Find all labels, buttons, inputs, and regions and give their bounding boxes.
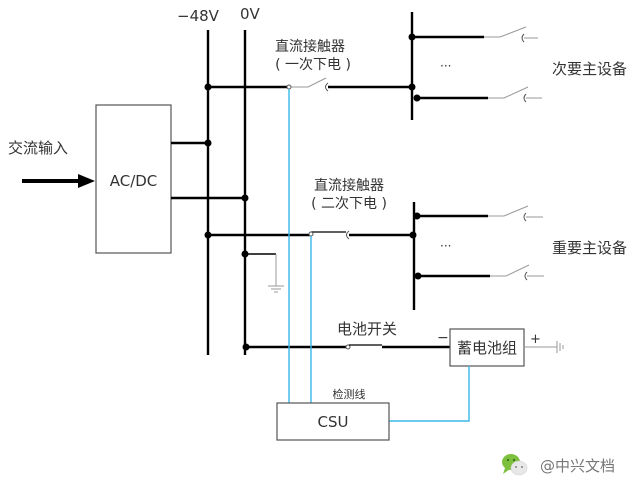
secondary-load-label: 次要主设备	[552, 60, 627, 78]
contactor1-title: 直流接触器	[275, 38, 345, 55]
ac-input-arrow-icon	[78, 174, 95, 188]
zero-v-label: 0V	[240, 5, 261, 23]
contactor2-contact	[346, 230, 350, 240]
contactor1-switch-blade	[307, 77, 327, 88]
primary-switch-1-contact	[523, 212, 527, 222]
battery-switch-terminal	[345, 344, 351, 350]
junction-dot	[204, 139, 212, 147]
contactor2-subtitle: ( 二次下电 )	[311, 196, 387, 212]
secondary-switch-1	[499, 26, 527, 38]
wechat-icon	[502, 454, 528, 476]
secondary-switch-1-contact	[521, 33, 525, 43]
primary-ellipsis: ···	[440, 239, 451, 253]
watermark-text: @中兴文档	[540, 457, 615, 475]
primary-switch-2	[505, 264, 530, 277]
battery-label: 蓄电池组	[457, 339, 517, 357]
battery-switch-label: 电池开关	[337, 320, 397, 338]
contactor1-subtitle: ( 一次下电 )	[275, 57, 351, 73]
csu-box	[276, 402, 390, 441]
contactor2-terminal	[308, 231, 314, 237]
junction-dot	[408, 83, 416, 91]
csu-label: CSU	[318, 413, 349, 431]
rectifier-label: AC/DC	[110, 172, 158, 190]
junction-dot	[241, 194, 249, 202]
contactor1-contact	[325, 82, 329, 92]
secondary-switch-2	[503, 86, 529, 99]
detection-line-label: 检测线	[333, 387, 366, 401]
rectifier-box	[95, 104, 172, 254]
detection-line-battery	[389, 366, 470, 422]
neg48v-label: −48V	[177, 7, 220, 25]
primary-switch-1	[503, 205, 529, 217]
secondary-ellipsis: ···	[440, 59, 451, 73]
battery-minus-label: −	[437, 330, 449, 346]
contactor1-terminal	[286, 84, 292, 90]
battery-plus-label: +	[530, 332, 541, 347]
ac-input-label: 交流输入	[8, 139, 68, 157]
primary-switch-2-contact	[524, 271, 528, 281]
primary-load-label: 重要主设备	[552, 239, 627, 257]
contactor2-title: 直流接触器	[314, 177, 384, 194]
junction-dot	[409, 231, 417, 239]
secondary-switch-2-contact	[523, 93, 527, 103]
